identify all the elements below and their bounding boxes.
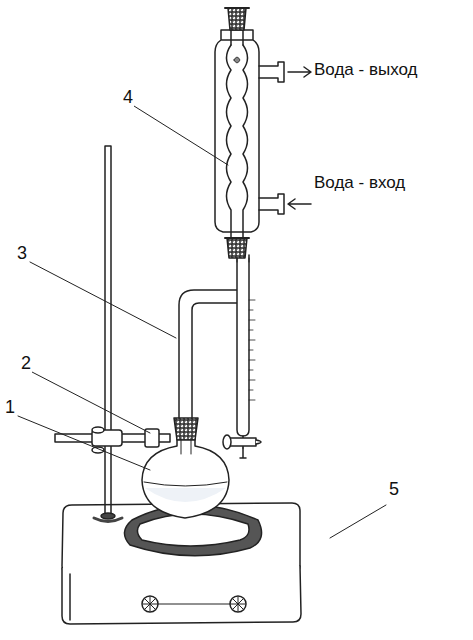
water-flow-arrow (288, 67, 311, 209)
flow-label: Вода - выход (313, 61, 418, 80)
leader-line (18, 106, 386, 538)
hot-plate (62, 503, 301, 624)
callout-number: 3 (16, 244, 28, 264)
round-bottom-flask (142, 438, 229, 518)
clamp (55, 427, 170, 453)
callout-number: 1 (4, 398, 16, 418)
stopper (174, 418, 198, 440)
dean-stark-trap (179, 255, 261, 458)
callout-number: 2 (20, 354, 32, 374)
reflux-condenser (215, 8, 284, 262)
support-stand (94, 146, 122, 522)
callout-number: 4 (122, 88, 134, 108)
callout-number: 5 (388, 480, 400, 500)
flow-label: Вода - вход (313, 174, 406, 193)
